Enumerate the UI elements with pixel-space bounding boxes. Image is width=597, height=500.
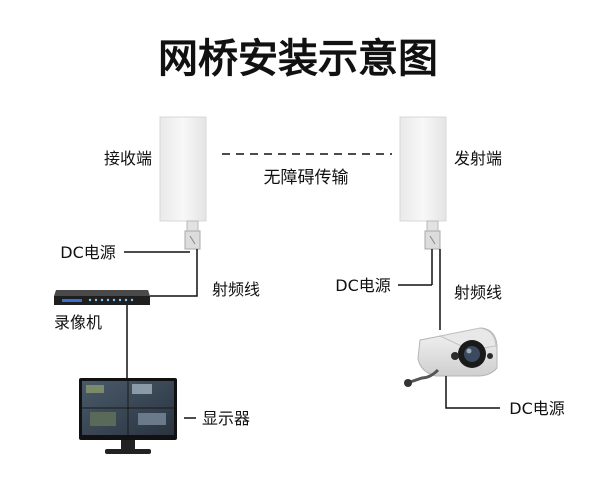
transmitter-label: 发射端 <box>454 149 502 168</box>
dc-power-right-label: DC电源 <box>335 276 391 295</box>
rf-cable-left-label: 射频线 <box>212 280 260 299</box>
nvr-recorder-icon <box>54 290 150 305</box>
rf-cable-left <box>150 249 198 297</box>
receiver-label: 接收端 <box>104 149 152 168</box>
bridge-receiver-icon <box>159 116 207 250</box>
bridge-transmitter-icon <box>399 116 447 250</box>
monitor-label: 显示器 <box>202 409 250 428</box>
dc-power-left-label: DC电源 <box>60 243 116 262</box>
monitor-icon <box>79 378 177 454</box>
clear-path-label: 无障碍传输 <box>264 168 349 188</box>
dc-power-camera-label: DC电源 <box>509 399 565 418</box>
dc-power-line-camera <box>445 376 500 409</box>
ip-camera-icon <box>404 327 498 387</box>
recorder-label: 录像机 <box>54 313 102 332</box>
diagram-title: 网桥安装示意图 <box>158 36 438 82</box>
rf-cable-right-label: 射频线 <box>454 283 502 302</box>
